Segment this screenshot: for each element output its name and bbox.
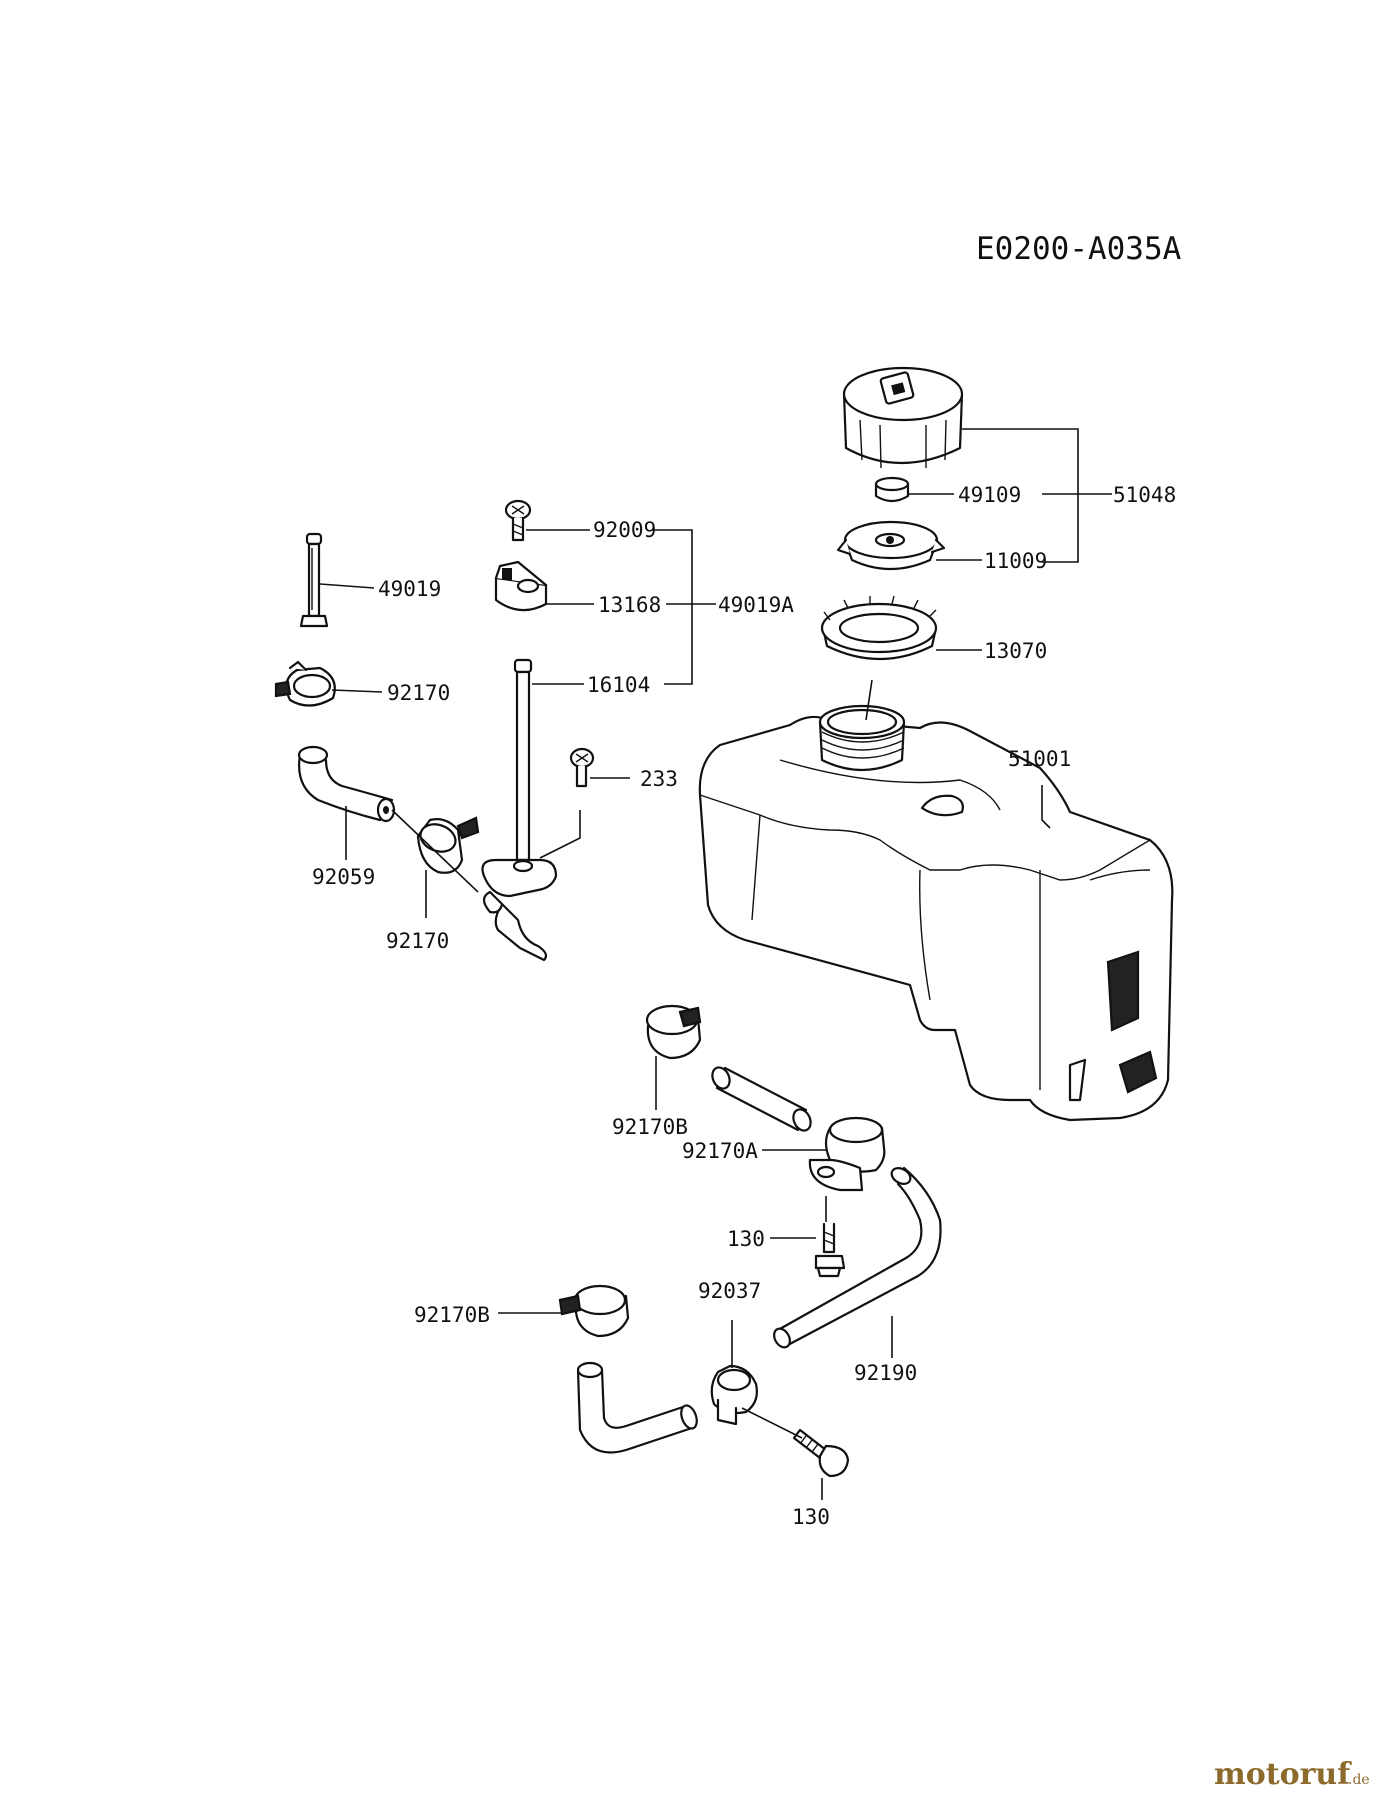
watermark-logo: motoruf .de <box>1214 1757 1370 1792</box>
label-49019A: 49019A <box>718 593 794 617</box>
bolt-130-top-part <box>814 1222 846 1278</box>
label-51048: 51048 <box>1113 483 1176 507</box>
label-92037: 92037 <box>698 1279 761 1303</box>
label-92170-mid: 92170 <box>386 929 449 953</box>
label-51001: 51001 <box>1008 747 1071 771</box>
label-11009: 11009 <box>984 549 1047 573</box>
label-13168: 13168 <box>598 593 661 617</box>
fuel-tank-part <box>698 704 1174 1122</box>
cap-gasket-part <box>874 476 910 503</box>
part-labels: 51048 49109 11009 13070 51001 92009 1316… <box>312 483 1176 1529</box>
hose-92190-part <box>773 1166 942 1349</box>
label-92170A: 92170A <box>682 1139 758 1163</box>
label-130-bottom: 130 <box>792 1505 830 1529</box>
watermark-brand: motoruf <box>1214 1757 1352 1792</box>
clamp-92170-top-part <box>274 660 336 707</box>
label-16104: 16104 <box>587 673 650 697</box>
label-92170B-bottom: 92170B <box>414 1303 490 1327</box>
label-49019: 49019 <box>378 577 441 601</box>
label-130-top: 130 <box>727 1227 765 1251</box>
diagram-code-title: E0200-A035A <box>976 231 1182 267</box>
cap-plate-part <box>836 520 946 571</box>
screw-92009-part <box>504 499 532 542</box>
clamp-92170-mid-part <box>416 816 480 874</box>
label-49109: 49109 <box>958 483 1021 507</box>
knob-13168-part <box>494 560 548 612</box>
hose-92059-part <box>297 745 396 823</box>
label-13070: 13070 <box>984 639 1047 663</box>
clamp-92170B-bottom-part <box>558 1284 630 1338</box>
shaft-16104-part <box>481 658 558 962</box>
label-92170B-top: 92170B <box>612 1115 688 1139</box>
pin-49019-part <box>299 532 329 628</box>
screw-233-part <box>569 747 595 788</box>
bracket-92170A-part <box>808 1116 886 1192</box>
filler-ring-part <box>820 595 938 660</box>
label-92190: 92190 <box>854 1361 917 1385</box>
label-92059: 92059 <box>312 865 375 889</box>
hose-short-part <box>711 1066 812 1132</box>
label-92170-top: 92170 <box>387 681 450 705</box>
label-233: 233 <box>640 767 678 791</box>
clamp-92170B-top-part <box>645 1004 702 1060</box>
label-92009: 92009 <box>593 518 656 542</box>
leader-lines <box>319 428 1112 1500</box>
watermark-suffix: .de <box>1348 1772 1370 1788</box>
bolt-130-bottom-part <box>792 1428 850 1478</box>
hose-bent-bottom-part <box>576 1361 698 1454</box>
fuel-cap-part <box>842 366 964 469</box>
clip-92037-part <box>710 1364 758 1426</box>
